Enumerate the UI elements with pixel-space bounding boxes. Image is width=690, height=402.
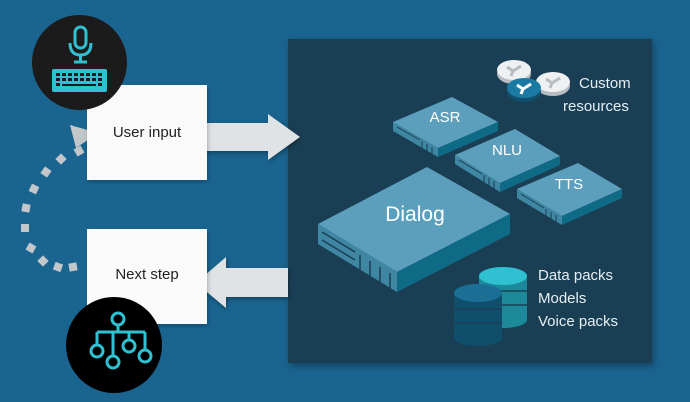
- custom-resources-line2: resources: [563, 98, 629, 115]
- microphone-keyboard-icon: [52, 25, 107, 92]
- nlu-server: [455, 129, 560, 192]
- asr-label: ASR: [429, 109, 461, 126]
- user-input-label: User input: [112, 124, 182, 141]
- data-item-models: Models: [538, 290, 587, 307]
- data-item-voice-packs: Voice packs: [538, 313, 619, 330]
- tts-label: TTS: [554, 176, 584, 193]
- tts-server: [517, 163, 622, 225]
- data-item-data-packs: Data packs: [538, 267, 614, 284]
- dialog-label: Dialog: [385, 203, 445, 226]
- dialog-server: [318, 167, 510, 292]
- input-icon-badge: [32, 15, 127, 110]
- user-discs-icon: [497, 60, 570, 102]
- loop-arrow-head: [70, 125, 98, 148]
- loop-arrow-dots: [21, 145, 85, 273]
- custom-resources-line1: Custom: [579, 75, 631, 92]
- next-step-label: Next step: [115, 266, 179, 283]
- nlu-label: NLU: [491, 142, 522, 159]
- input-arrow: [205, 114, 300, 160]
- next-step-icon-badge: [66, 297, 162, 393]
- database-stack-icon: [454, 267, 527, 346]
- asr-server: [393, 97, 498, 157]
- output-arrow: [196, 257, 288, 308]
- hierarchy-tree-icon: [89, 311, 153, 370]
